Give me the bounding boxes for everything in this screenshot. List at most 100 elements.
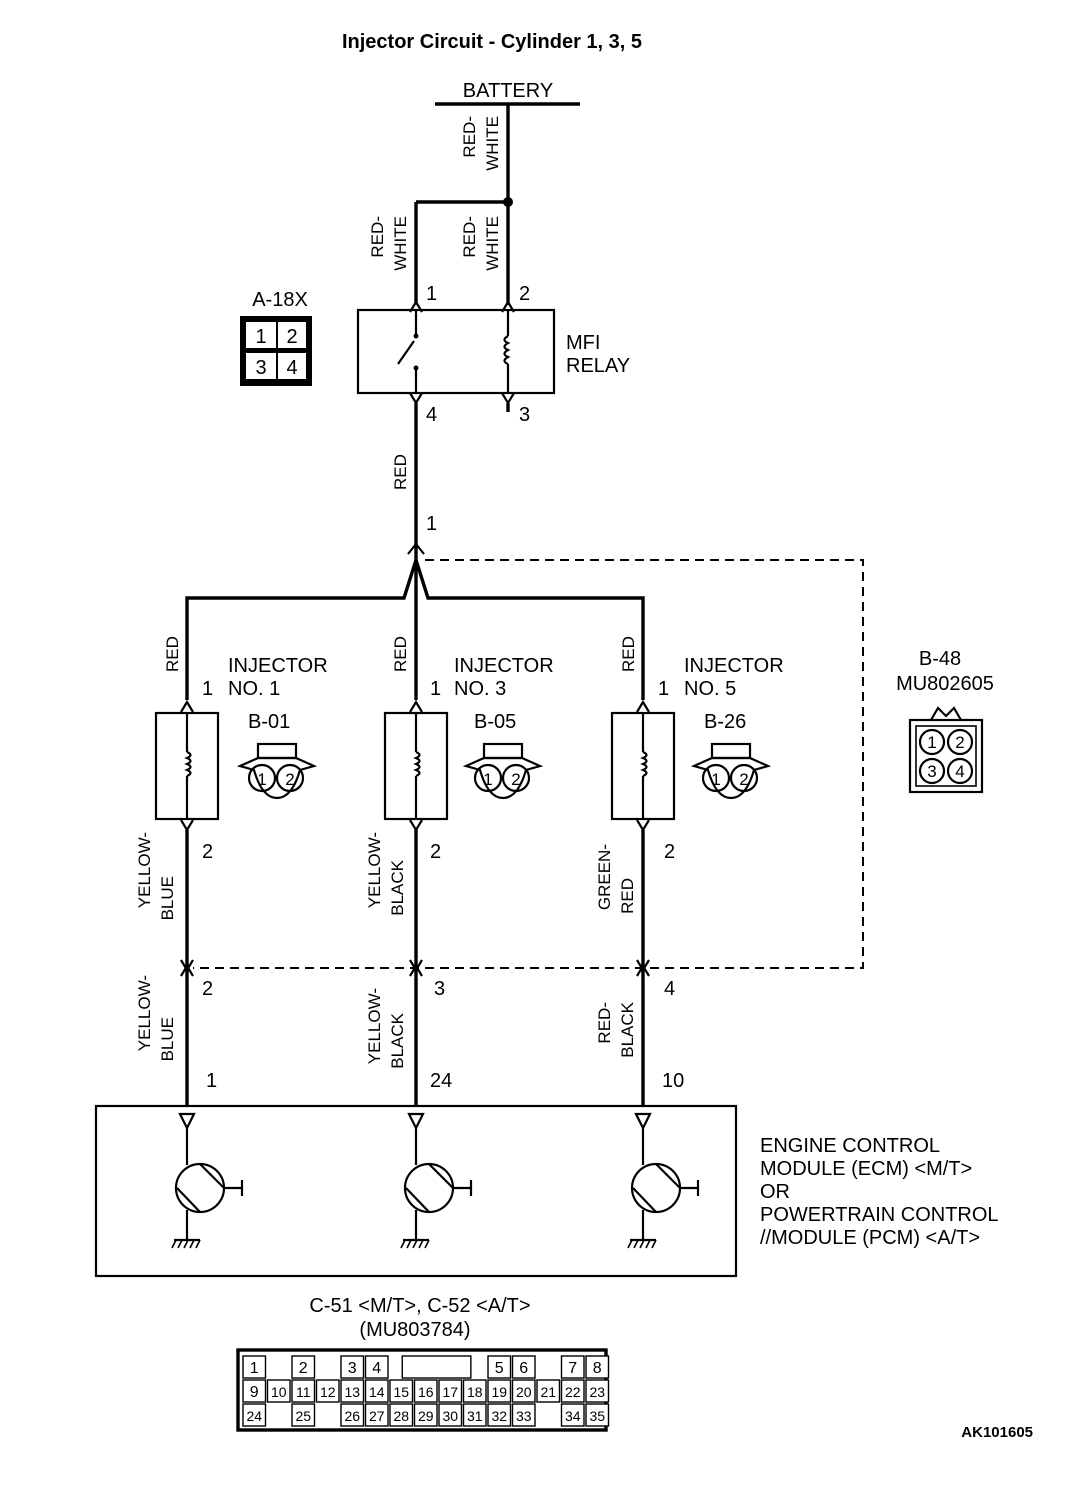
ecm-module <box>94 1104 738 1278</box>
wire-color-ecm1-2: BLUE <box>158 1017 177 1061</box>
injector-5-pin-in: 1 <box>658 678 669 700</box>
connector-a18x-label: A-18X <box>252 289 308 311</box>
ecm-pin-cell <box>364 1379 389 1403</box>
ecm-label-line-5: //MODULE (PCM) <A/T> <box>760 1227 980 1249</box>
junction-pin-inj1: 2 <box>202 978 213 1000</box>
ecm-pin-cell <box>487 1379 512 1403</box>
wire-color-inj1-out-2: BLUE <box>158 876 177 920</box>
ecm-pin-label-15: 15 <box>393 1384 409 1400</box>
wire-color-ecm10-1: RED- <box>595 1002 614 1044</box>
ecm-pin-label-3: 3 <box>348 1360 357 1377</box>
junction-pin-inj3: 3 <box>434 978 445 1000</box>
ecm-pin-label-10: 10 <box>271 1384 287 1400</box>
wire-color-battery-feed-2: WHITE <box>483 116 502 171</box>
b48-name: B-48 <box>919 648 961 670</box>
ecm-pin-cell <box>438 1379 463 1403</box>
wire-color-ecm24-2: BLACK <box>388 1012 407 1068</box>
ecm-pin-label-12: 12 <box>320 1384 336 1400</box>
ecm-pin-label-11: 11 <box>296 1384 311 1400</box>
mfi-relay: 1 2 4 3 MFI RELAY <box>356 283 630 426</box>
ecm-pin-24: 24 <box>430 1070 452 1092</box>
ecm-pin-label-4: 4 <box>372 1360 381 1377</box>
ecm-pin-cell <box>462 1403 487 1427</box>
injector-3-pin-out: 2 <box>430 841 441 863</box>
ecm-pin-cell <box>389 1379 414 1403</box>
ecm-pin-label-8: 8 <box>593 1360 602 1377</box>
b48-part: MU802605 <box>896 673 994 695</box>
relay-pin-3: 3 <box>519 404 530 426</box>
injector-3-label-2: NO. 3 <box>454 678 506 700</box>
ecm-pin-label-6: 6 <box>519 1360 528 1377</box>
transistor-24 <box>400 1128 473 1249</box>
wire-color-relay-pin1-2: WHITE <box>391 216 410 271</box>
connector-a18x: A-18X 1 2 3 4 <box>240 289 312 386</box>
ecm-pin-label-20: 20 <box>516 1384 532 1400</box>
b48-cell-1: 1 <box>927 733 936 752</box>
b05-cell-1: 1 <box>483 770 492 789</box>
ecm-pin-cell <box>291 1379 316 1403</box>
battery-label: BATTERY <box>463 80 553 102</box>
ecm-pin-cell <box>291 1403 316 1427</box>
ecm-pin-cell <box>242 1355 267 1379</box>
ecm-pin-cell <box>438 1403 463 1427</box>
relay-pin1-wire-label: RED- WHITE <box>368 216 410 271</box>
ecm-pin-cell <box>266 1379 291 1403</box>
b48-cell-4: 4 <box>955 762 964 781</box>
injector-5-connector-label: B-26 <box>704 711 746 733</box>
ecm-pin-cell <box>585 1379 610 1403</box>
junction-pin-inj5: 4 <box>664 978 675 1000</box>
injector-5-label-1: INJECTOR <box>684 655 784 677</box>
ecm-pin-cell <box>487 1355 512 1379</box>
ecm-label-line-3: OR <box>760 1181 790 1203</box>
wire-color-inj3-out-1: YELLOW- <box>365 832 384 908</box>
relay-pin-4: 4 <box>426 404 437 426</box>
wire-color-battery-feed-1: RED- <box>460 116 479 158</box>
injector-1-label-1: INJECTOR <box>228 655 328 677</box>
ecm-pin-cell <box>340 1379 365 1403</box>
ecm-pin-cell <box>585 1355 610 1379</box>
ecm-pin-label-1: 1 <box>250 1360 259 1377</box>
wire-color-branch-1: RED <box>163 636 182 672</box>
ecm-pin-label-30: 30 <box>442 1408 458 1424</box>
figure-id: AK101605 <box>961 1424 1033 1441</box>
junction-outline <box>193 559 864 969</box>
ecm-pin-label-35: 35 <box>589 1408 605 1424</box>
ecm-pin-cell <box>364 1355 389 1379</box>
connector-b01: 1 2 <box>236 742 318 800</box>
injector-3: RED INJECTOR 1 NO. 3 B-05 1 2 2 YELLOW- … <box>365 636 554 1105</box>
connector-b26: 1 2 <box>690 742 772 800</box>
b48-cell-3: 3 <box>927 762 936 781</box>
ecm-pin-label-5: 5 <box>495 1360 504 1377</box>
ecm-pin-label-29: 29 <box>418 1408 434 1424</box>
ecm-label-line-1: ENGINE CONTROL <box>760 1135 940 1157</box>
ecm-pin-cell <box>511 1379 536 1403</box>
ecm-pin-cell <box>585 1403 610 1427</box>
ecm-pin-cell <box>291 1355 316 1379</box>
relay-output-wire: RED 1 <box>391 403 510 560</box>
transistor-1 <box>171 1128 244 1249</box>
relay-pin2-wire-label: RED- WHITE <box>460 216 502 271</box>
wire-color-relay-pin2-1: RED- <box>460 216 479 258</box>
ecm-connector-part: (MU803784) <box>359 1319 470 1341</box>
b05-cell-2: 2 <box>511 770 520 789</box>
injector-1-pin-out: 2 <box>202 841 213 863</box>
ecm-pin-label-9: 9 <box>250 1384 259 1401</box>
a18x-cell-1: 1 <box>255 326 266 348</box>
wire-color-relay-pin2-2: WHITE <box>483 216 502 271</box>
ecm-pin-cell <box>560 1403 585 1427</box>
injector-3-label-1: INJECTOR <box>454 655 554 677</box>
a18x-cell-3: 3 <box>255 357 266 379</box>
ecm-pin-cell <box>413 1403 438 1427</box>
connector-b05: 1 2 <box>462 742 544 800</box>
ecm-pin-10: 10 <box>662 1070 684 1092</box>
ecm-pin-label-25: 25 <box>295 1408 311 1424</box>
splice-branches <box>185 542 645 700</box>
ecm-pin-label-23: 23 <box>589 1384 605 1400</box>
wire-color-ecm10-2: BLACK <box>618 1001 637 1057</box>
ecm-label-line-2: MODULE (ECM) <M/T> <box>760 1158 972 1180</box>
ecm-pin-label-16: 16 <box>418 1384 434 1400</box>
relay-pin-1: 1 <box>426 283 437 305</box>
wire-color-inj5-out-2: RED <box>618 878 637 914</box>
